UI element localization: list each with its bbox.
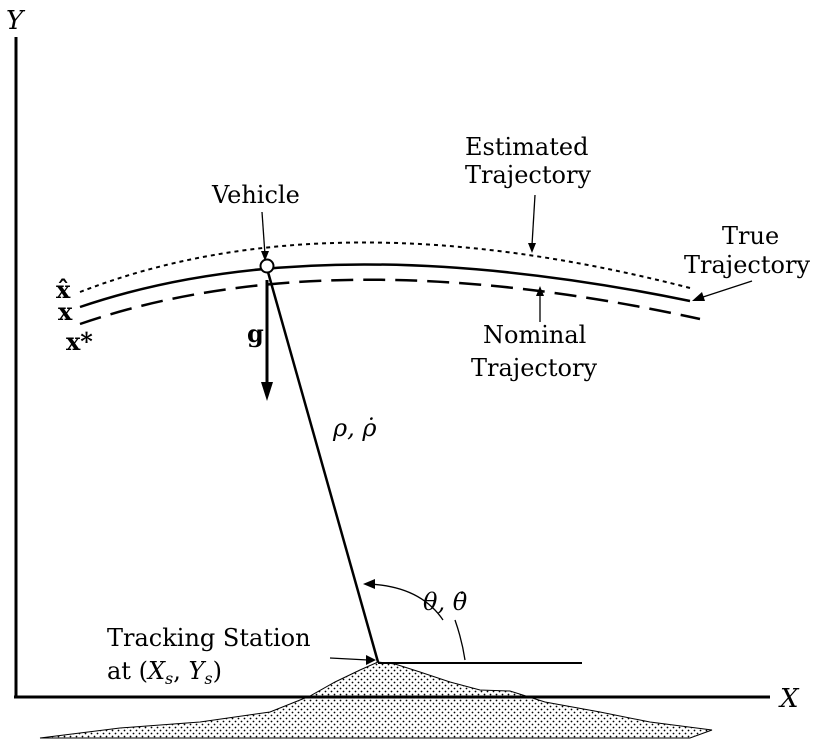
estimated-leader-arrowhead	[528, 243, 536, 253]
true-trajectory	[79, 263, 691, 309]
nominal-label-line1: Nominal	[483, 321, 586, 349]
station-label-line2: at (Xs, Ys)	[107, 657, 222, 688]
station-leader-arrowhead	[366, 655, 376, 665]
nominal-trajectory	[79, 278, 701, 326]
true-label-line1: True	[722, 222, 779, 250]
estimated-label-line1: Estimated	[465, 133, 588, 161]
x-true-label: x	[58, 297, 73, 326]
angle-arc-arrowhead	[363, 579, 375, 589]
true-label-line2: Trajectory	[684, 251, 810, 279]
angle-arc	[367, 583, 444, 621]
station-comma: ,	[173, 657, 188, 685]
estimated-label-line2: Trajectory	[465, 161, 591, 189]
station-ys-sub: s	[204, 669, 212, 688]
vehicle-leader	[261, 211, 266, 256]
station-ys: Y	[189, 657, 207, 685]
gravity-arrowhead	[261, 382, 273, 401]
station-leader	[329, 657, 369, 661]
angle-label: θ, θ̇	[423, 588, 468, 616]
x-hat-label: x̂	[56, 275, 71, 304]
vehicle-leader-arrowhead	[261, 251, 269, 261]
line-of-sight	[266, 271, 380, 663]
true-leader-arrowhead	[692, 292, 705, 301]
station-prefix: at (	[107, 657, 148, 685]
true-leader	[699, 280, 753, 299]
angle-label-leader	[454, 619, 466, 661]
range-label: ρ, ρ̇	[332, 414, 376, 442]
nominal-label-line2: Trajectory	[471, 354, 597, 382]
station-xs: X	[146, 657, 166, 685]
ground-hill	[39, 661, 713, 739]
station-close: )	[213, 657, 222, 685]
estimated-trajectory	[79, 241, 691, 293]
vehicle-marker	[259, 258, 275, 274]
x-axis-label: X	[778, 684, 800, 714]
station-label-line1: Tracking Station	[107, 624, 311, 652]
vehicle-label: Vehicle	[211, 181, 300, 209]
y-axis-label: Y	[6, 6, 26, 36]
nominal-leader-arrowhead	[536, 286, 544, 296]
station-xs-sub: s	[165, 669, 173, 688]
estimated-leader	[531, 194, 536, 246]
x-star-label: x*	[66, 327, 93, 356]
gravity-label: g	[247, 319, 264, 348]
